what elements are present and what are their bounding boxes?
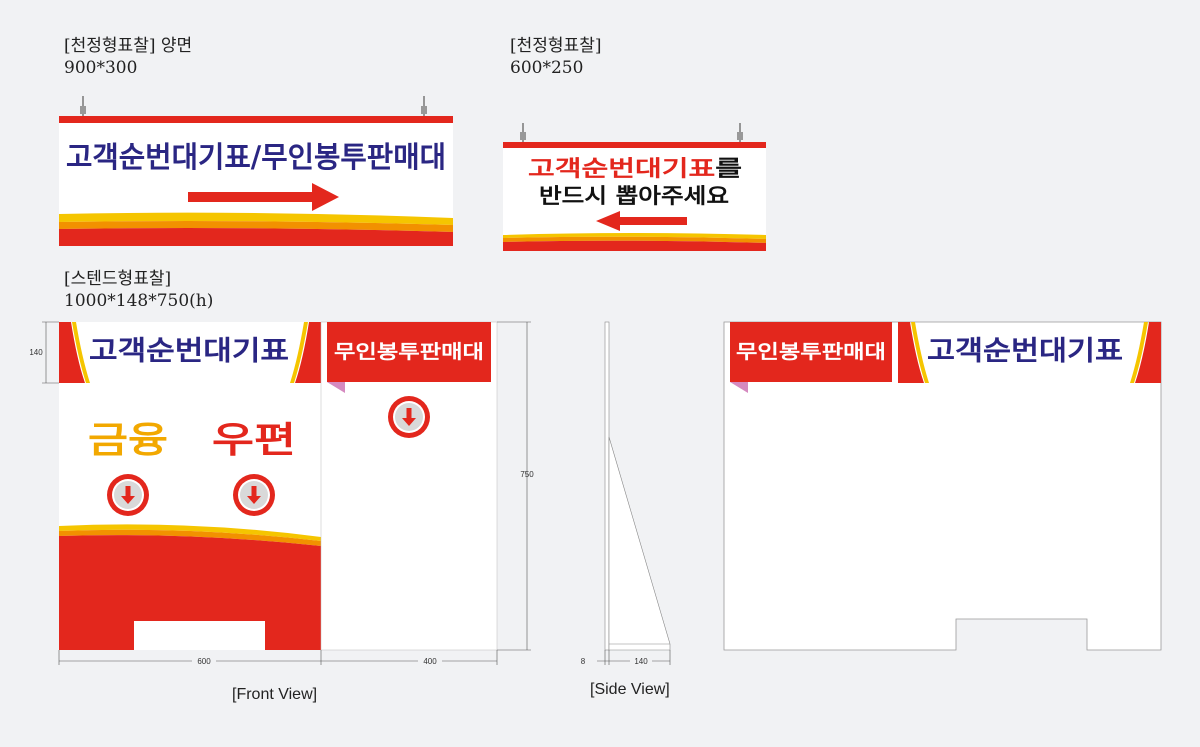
arrow-right-icon (188, 183, 339, 211)
ceiling-single-size: 600*250 (510, 58, 584, 78)
top-stripe (503, 142, 766, 148)
swoosh-yellow (503, 233, 766, 239)
down-arrow-icon (233, 474, 275, 516)
swoosh-orange (59, 221, 453, 232)
header-wing-right (295, 322, 321, 383)
front-view-label: [Front View] (232, 686, 318, 703)
red-base (59, 535, 321, 650)
dim-label-140: 140 (29, 348, 43, 357)
down-arrow-icon (107, 474, 149, 516)
top-stripe (59, 116, 453, 123)
hanger-clip-right (421, 106, 427, 114)
side-panel (604, 321, 610, 651)
stand-front-view: 고객순번대기표 금융 우편 무인봉투판매대 140 750 600 400 (29, 321, 534, 666)
finance-label: 금융 (88, 420, 168, 461)
stand-back-view: 무인봉투판매대 고객순번대기표 (723, 321, 1162, 651)
header-wing-left-accent (72, 322, 90, 383)
header-wing-left (898, 322, 924, 383)
header-wing-right-accent (290, 322, 308, 383)
ceiling-sign-large: 고객순번대기표/무인봉투판매대 (59, 96, 453, 246)
swoosh-red (503, 240, 766, 251)
back-left-header-box (730, 322, 892, 382)
dim-label-bg (192, 656, 216, 666)
line1-black-text: 를 (715, 157, 742, 182)
header-fold-corner (327, 382, 345, 393)
dim-label-140-side: 140 (634, 657, 648, 666)
swoosh-orange (503, 236, 766, 243)
line1-red-text: 고객순번대기표 (528, 157, 715, 182)
stand-title: [스텐드형표찰] (64, 269, 172, 289)
swoosh-yellow (59, 524, 321, 541)
hanger-clip-left (520, 132, 526, 140)
side-support (608, 436, 671, 651)
dim-label-8: 8 (581, 657, 586, 666)
hanger-clip-left (80, 106, 86, 114)
post-label: 우편 (212, 420, 296, 461)
ceiling-small-line2: 반드시 뽑아주세요 (539, 184, 729, 208)
header-wing-left-accent (911, 322, 929, 383)
swoosh-yellow (59, 212, 453, 225)
dim-label-400: 400 (423, 657, 437, 666)
swoosh-red (59, 228, 453, 246)
header-wing-right (1135, 322, 1161, 383)
arrow-left-icon (596, 211, 687, 231)
back-right-header: 고객순번대기표 (927, 336, 1123, 367)
swoosh-orange (59, 529, 321, 546)
dim-label-bg (630, 656, 652, 666)
down-arrow-icon (388, 396, 430, 438)
header-wing-left (59, 322, 85, 383)
back-panel (723, 321, 1162, 651)
stand-side-view: 8 140 (581, 321, 671, 666)
ceiling-double-size: 900*300 (64, 58, 138, 78)
dim-label-bg (418, 656, 442, 666)
stand-size: 1000*148*750(h) (64, 291, 214, 311)
dim-label-750: 750 (520, 470, 534, 479)
stand-left-header: 고객순번대기표 (89, 336, 289, 367)
ceiling-double-title: [천정형표찰] 양면 (64, 36, 193, 56)
stand-right-header: 무인봉투판매대 (334, 341, 484, 363)
back-left-header: 무인봉투판매대 (736, 341, 886, 363)
side-view-label: [Side View] (590, 681, 670, 698)
ceiling-large-text: 고객순번대기표/무인봉투판매대 (66, 140, 446, 174)
ceiling-single-title: [천정형표찰] (510, 36, 602, 56)
header-fold-corner (730, 382, 748, 393)
hanger-clip-right (737, 132, 743, 140)
sign-panel (503, 142, 766, 251)
dim-label-600: 600 (197, 657, 211, 666)
header-wing-right-accent (1130, 322, 1148, 383)
right-header-box (327, 322, 491, 382)
